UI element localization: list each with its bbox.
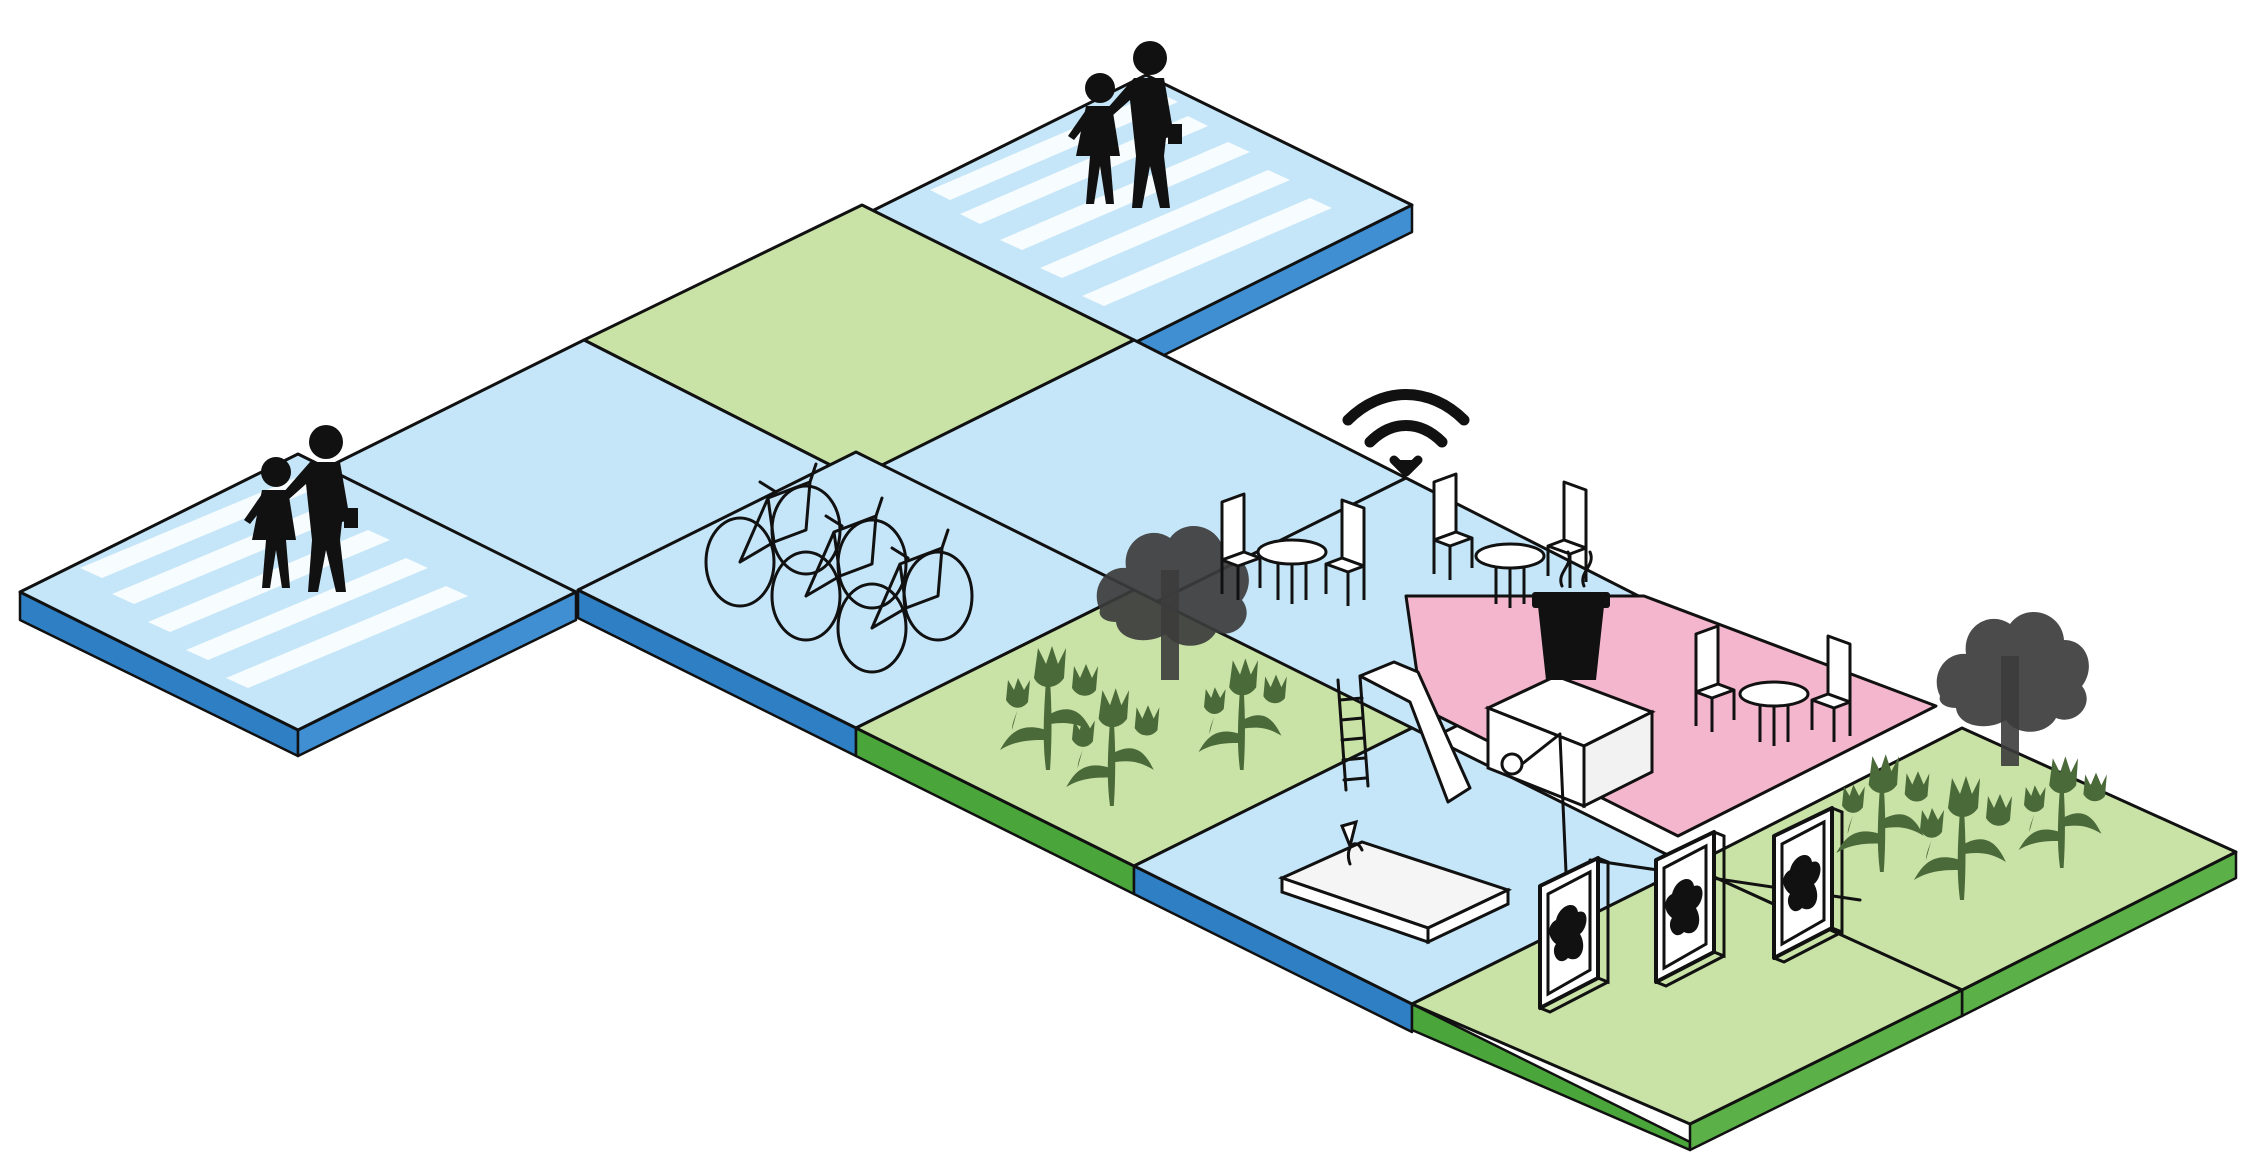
kiosk-icon bbox=[1484, 674, 1656, 809]
balloon-icon bbox=[1500, 732, 1562, 776]
sandbox-icon bbox=[1277, 819, 1513, 945]
slide-icon bbox=[1336, 660, 1472, 804]
wifi-icon bbox=[1342, 389, 1470, 477]
coffee-cup-icon bbox=[1532, 550, 1610, 680]
